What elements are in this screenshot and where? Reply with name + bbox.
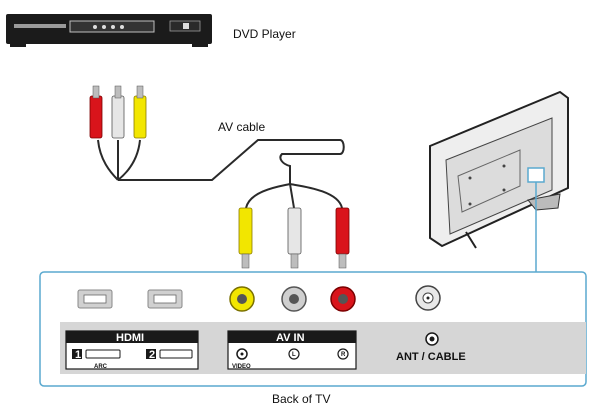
- hdmi-port-2-label: 2: [149, 349, 155, 361]
- rca-plug-yellow-upper: [133, 85, 147, 139]
- audio-left-jack-white: [281, 286, 307, 312]
- audio-right-jack-red: [330, 286, 356, 312]
- video-jack-yellow: [229, 286, 255, 312]
- hdmi-label: HDMI: [116, 332, 144, 344]
- ant-cable-label: ANT / CABLE: [396, 351, 466, 363]
- back-of-tv-caption: Back of TV: [272, 392, 330, 406]
- left-label: L: [292, 352, 296, 358]
- antenna-jack: [415, 285, 441, 311]
- hdmi-label-block: [65, 330, 199, 370]
- rca-plug-red-upper: [89, 85, 103, 139]
- av-in-label: AV IN: [276, 332, 305, 344]
- rca-plug-white-upper: [111, 85, 125, 139]
- hdmi-port-2: [147, 289, 183, 309]
- video-label: VIDEO: [232, 364, 251, 370]
- rca-plug-red-lower: [335, 207, 350, 269]
- arc-label: ARC: [94, 364, 108, 370]
- rca-plug-yellow-lower: [238, 207, 253, 269]
- rca-plug-white-lower: [287, 207, 302, 269]
- ant-cable-symbol: [425, 332, 439, 346]
- dvd-player: [6, 14, 212, 47]
- hdmi-port-1: [77, 289, 113, 309]
- dvd-player-label: DVD Player: [233, 27, 296, 41]
- av-cable: [97, 139, 345, 209]
- right-label: R: [341, 352, 346, 358]
- hdmi-port-1-label: 1: [75, 349, 81, 361]
- av-in-label-block: [227, 330, 357, 370]
- tv-back-illustration: [429, 90, 569, 249]
- av-cable-label: AV cable: [218, 120, 265, 134]
